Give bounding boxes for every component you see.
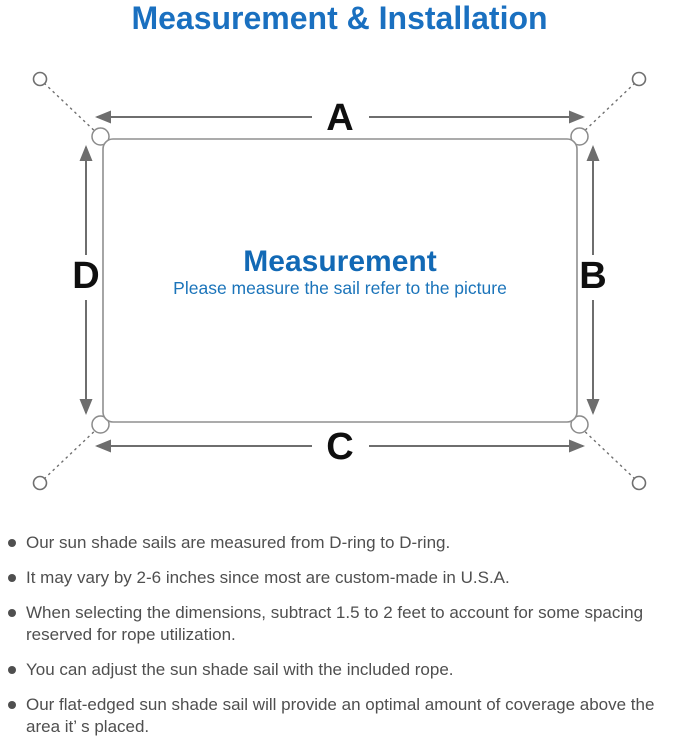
rope-dashed-line-bottom-left	[43, 425, 101, 480]
anchor-ring-icon-top-right	[631, 71, 647, 87]
anchor-ring-icon-top-left	[32, 71, 48, 87]
arrow-left-icon	[95, 439, 111, 453]
list-item: It may vary by 2-6 inches since most are…	[8, 567, 671, 589]
d-ring-icon-top-left	[91, 127, 110, 146]
bullet-dot-icon	[8, 609, 16, 617]
arrow-up-icon	[79, 145, 93, 161]
bullet-text: Our sun shade sails are measured from D-…	[26, 533, 451, 552]
arrow-right-icon	[569, 439, 585, 453]
rope-dashed-line-bottom-right	[578, 425, 636, 480]
bullet-dot-icon	[8, 539, 16, 547]
notes-list: Our sun shade sails are measured from D-…	[8, 532, 671, 739]
d-ring-icon-bottom-left	[91, 415, 110, 434]
arrow-right-icon	[569, 110, 585, 124]
dim-label-d: D	[72, 255, 99, 297]
dimension-a: A	[95, 97, 585, 139]
list-item: When selecting the dimensions, subtract …	[8, 602, 671, 646]
sail-rectangle	[102, 138, 578, 423]
dimension-b: B	[579, 145, 607, 415]
arrow-down-icon	[586, 399, 600, 415]
bullet-text: It may vary by 2-6 inches since most are…	[26, 568, 510, 587]
arrow-down-icon	[79, 399, 93, 415]
rope-dashed-line-top-right	[578, 82, 636, 137]
arrow-up-icon	[586, 145, 600, 161]
dim-label-b: B	[579, 255, 606, 297]
anchor-ring-icon-bottom-right	[631, 475, 647, 491]
bullet-dot-icon	[8, 701, 16, 709]
list-item: Our sun shade sails are measured from D-…	[8, 532, 671, 554]
dimension-d: D	[72, 145, 100, 415]
dimension-c: C	[95, 426, 585, 468]
arrow-left-icon	[95, 110, 111, 124]
rope-dashed-line-top-left	[43, 82, 101, 137]
list-item: Our flat-edged sun shade sail will provi…	[8, 694, 671, 738]
center-heading: Measurement	[243, 245, 436, 278]
center-subtitle: Please measure the sail refer to the pic…	[173, 278, 507, 298]
anchor-ring-icon-bottom-left	[32, 475, 48, 491]
bullet-text: When selecting the dimensions, subtract …	[26, 603, 644, 644]
bullet-text: Our flat-edged sun shade sail will provi…	[26, 695, 655, 736]
dim-label-c: C	[326, 426, 353, 468]
d-ring-icon-top-right	[570, 127, 589, 146]
measurement-diagram: A C D B Measurement Please meas	[32, 71, 647, 491]
dim-label-a: A	[326, 97, 353, 139]
bullet-text: You can adjust the sun shade sail with t…	[26, 660, 454, 679]
page-title: Measurement & Installation	[131, 0, 548, 36]
bullet-dot-icon	[8, 666, 16, 674]
list-item: You can adjust the sun shade sail with t…	[8, 659, 671, 681]
bullet-dot-icon	[8, 574, 16, 582]
d-ring-icon-bottom-right	[570, 415, 589, 434]
